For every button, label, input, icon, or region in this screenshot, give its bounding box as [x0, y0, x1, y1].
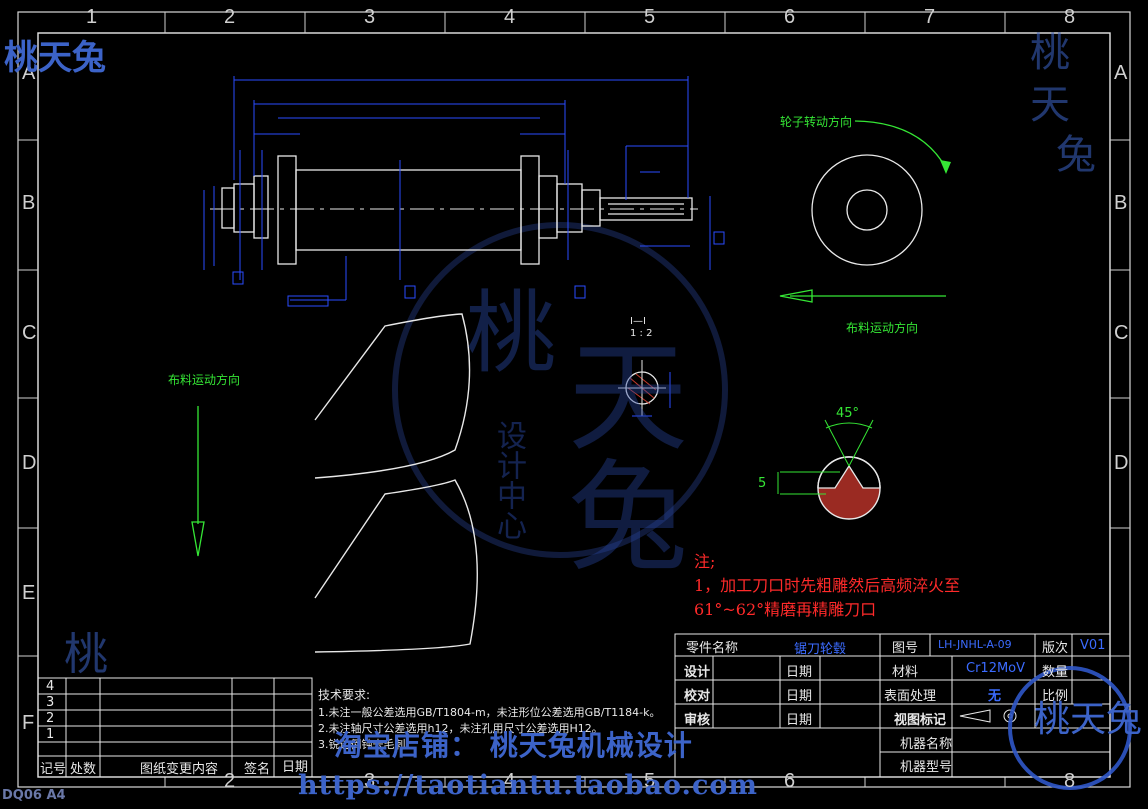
title-block-lines — [674, 633, 1111, 778]
watermark-url: https://taotiantu.taobao.com — [298, 770, 758, 801]
tb-drawing-no-label: 图号 — [892, 641, 919, 656]
grid-row-b: B — [22, 192, 36, 214]
grid-col-6: 6 — [784, 6, 796, 28]
tb-material-value: Cr12MoV — [966, 661, 1026, 676]
watermark-bl-1: 桃 — [64, 629, 108, 680]
tooth-detail — [777, 419, 881, 520]
revision-block-lines — [37, 677, 313, 778]
watermark-side-2: 天 — [1030, 82, 1070, 128]
watermark-side-3: 兔 — [1056, 132, 1096, 178]
grid-col-2: 2 — [224, 6, 236, 28]
watermark-shop: 淘宝店铺： 桃天兔机械设计 — [334, 729, 693, 762]
grid-col-3: 3 — [364, 6, 376, 28]
tb-part-name-label: 零件名称 — [686, 641, 739, 656]
grid-col-8-bottom: 8 — [1064, 770, 1076, 792]
sheet-code: DQ06 A4 — [2, 788, 66, 803]
grid-ticks — [18, 12, 1130, 787]
tb-design-label: 设计 — [684, 665, 711, 680]
rev-header-date: 日期 — [282, 760, 309, 775]
rev-row-3: 3 — [46, 695, 55, 710]
tb-surface-value: 无 — [988, 689, 1002, 704]
grid-row-c: C — [22, 322, 37, 344]
angle-label: 45° — [836, 406, 860, 421]
watermark-emblem — [392, 222, 728, 558]
tb-drawing-no-value: LH-JNHL-A-09 — [938, 638, 1012, 651]
grid-row-a-right: A — [1114, 62, 1128, 84]
rev-row-2: 2 — [46, 711, 55, 726]
tech-req-title: 技术要求: — [318, 688, 371, 702]
grid-col-4: 4 — [504, 6, 516, 28]
grid-col-2-bottom: 2 — [224, 770, 236, 792]
tb-machine-model-label: 机器型号 — [900, 760, 953, 775]
grid-col-1: 1 — [86, 6, 98, 28]
cloth-direction-right-label: 布料运动方向 — [846, 321, 919, 335]
dimension-lines — [203, 76, 711, 301]
tb-review-label: 审核 — [684, 713, 711, 728]
grid-col-5: 5 — [644, 6, 656, 28]
rev-header-sign: 签名 — [244, 762, 271, 777]
rev-header-change: 图纸变更内容 — [140, 762, 219, 777]
grid-col-8: 8 — [1064, 6, 1076, 28]
watermark-logo: 桃天兔 — [4, 38, 106, 78]
outer-frame — [17, 11, 1131, 788]
section-label: I—I — [630, 316, 646, 327]
watermark-center-2: 天 — [568, 329, 688, 468]
blade-profile — [314, 313, 478, 653]
tb-design-date-label: 日期 — [786, 665, 813, 680]
watermark-side-1: 桃 — [1030, 30, 1070, 76]
watermark-center-1: 桃 — [466, 281, 556, 386]
note-line-1: 1，加工刀口时先粗雕然后高频淬火至 — [694, 576, 961, 595]
tb-surface-label: 表面处理 — [884, 689, 937, 704]
dimension-boxes — [232, 231, 725, 307]
watermark-design-center: 设计中心 — [491, 420, 526, 540]
grid-col-3-bottom: 3 — [364, 770, 376, 792]
tb-machine-name-label: 机器名称 — [900, 737, 953, 752]
rev-row-4: 4 — [46, 679, 55, 694]
grid-row-b-right: B — [1114, 192, 1128, 214]
grid-col-7: 7 — [924, 6, 936, 28]
grid-row-d-right: D — [1114, 452, 1129, 474]
tb-quantity-label: 数量 — [1042, 665, 1069, 680]
grid-row-a: A — [22, 62, 36, 84]
rev-row-1: 1 — [46, 727, 55, 742]
shaft-front-view — [221, 155, 693, 265]
watermark-circle-br — [1008, 666, 1132, 790]
watermark-br-logo: 桃天兔 — [1034, 699, 1143, 740]
grid-row-f: F — [22, 712, 35, 734]
wheel-side-view — [811, 154, 923, 266]
wheel-rotation-label: 轮子转动方向 — [780, 115, 853, 129]
tb-view-label: 视图标记 — [894, 713, 947, 728]
rev-header-mark: 记号 — [40, 762, 67, 777]
note-title: 注; — [694, 552, 716, 571]
grid-col-5-bottom: 5 — [644, 770, 656, 792]
tb-scale-label: 比例 — [1042, 689, 1069, 704]
view-symbol — [959, 709, 1017, 723]
tech-req-line-3: 3.锐边倒钝去毛刺 — [318, 738, 406, 751]
rev-header-count: 处数 — [70, 762, 97, 777]
grid-col-4-bottom: 4 — [504, 770, 516, 792]
tb-version-label: 版次 — [1042, 641, 1069, 656]
section-scale: 1 : 2 — [630, 328, 653, 339]
tb-check-label: 校对 — [684, 689, 711, 704]
grid-row-d: D — [22, 452, 37, 474]
section-view — [618, 360, 671, 417]
grid-row-e: E — [22, 582, 36, 604]
tb-version-value: V01 — [1080, 638, 1106, 653]
grid-col-6-bottom: 6 — [784, 770, 796, 792]
cloth-direction-left-label: 布料运动方向 — [168, 373, 241, 387]
watermark-center-3: 兔 — [568, 449, 688, 588]
tb-review-date-label: 日期 — [786, 713, 813, 728]
grid-row-c-right: C — [1114, 322, 1129, 344]
tech-req-line-1: 1.未注一般公差选用GB/T1804-m，未注形位公差选用GB/T1184-k。 — [318, 706, 661, 719]
note-line-2: 61°~62°精磨再精雕刀口 — [694, 600, 877, 619]
tb-check-date-label: 日期 — [786, 689, 813, 704]
inner-frame — [37, 32, 1111, 778]
tb-part-name-value: 锯刀轮毂 — [794, 642, 847, 657]
tech-req-line-2: 2.未注轴尺寸公差选用h12，未注孔用尺寸公差选用H12。 — [318, 722, 603, 735]
depth-label: 5 — [758, 476, 767, 491]
rotation-arrow — [854, 120, 947, 169]
tb-material-label: 材料 — [892, 665, 919, 680]
